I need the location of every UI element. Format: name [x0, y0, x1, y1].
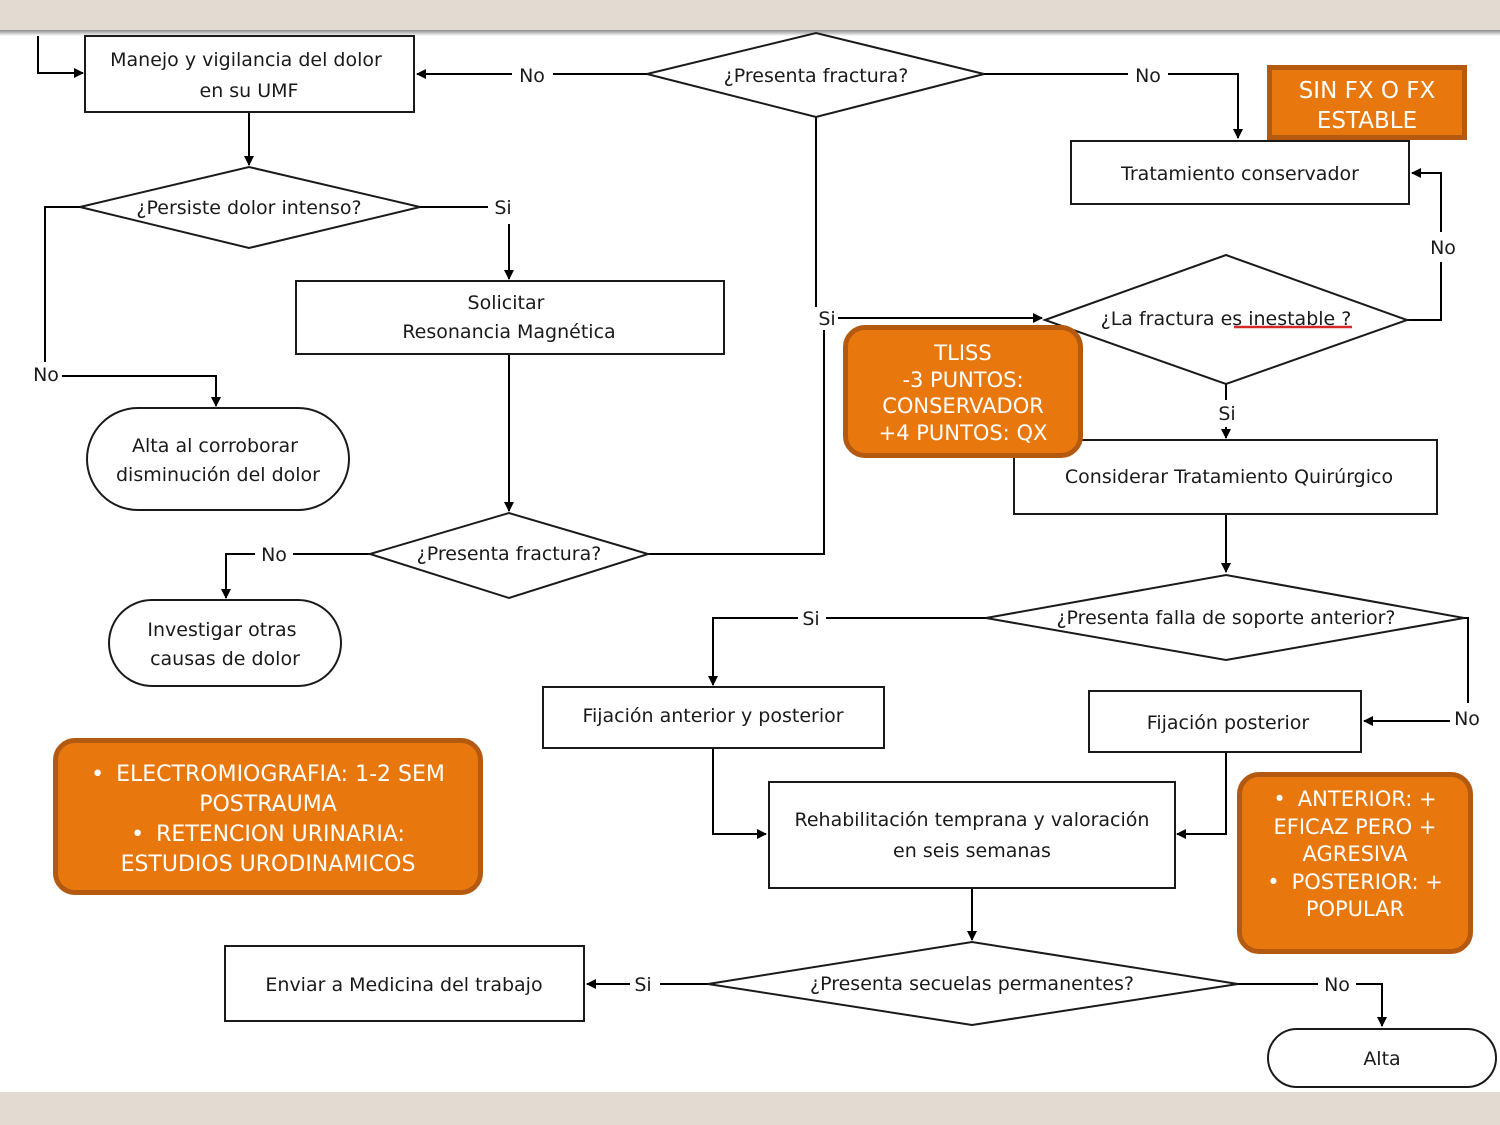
edge-inestable-no-b [1411, 168, 1442, 232]
edge-fractura1-no-right-b [1168, 73, 1243, 139]
note-tliss-line4: +4 PUNTOS: QX [878, 420, 1048, 445]
node-investigar-terminal [108, 599, 342, 687]
soporte-text: ¿Presenta falla de soporte anterior? [1056, 607, 1395, 629]
edge-fractura2-no-b [221, 553, 255, 599]
node-alta-terminal [1267, 1028, 1497, 1088]
note-sin-fx: SIN FX O FX ESTABLE [1267, 65, 1467, 140]
edge-fijap-rehab [712, 748, 767, 839]
rehab-text: Rehabilitación temprana y valoración en … [795, 809, 1156, 862]
node-fij-post-box [1088, 690, 1362, 753]
note-electro-item2: RETENCION URINARIA: ESTUDIOS URODINAMICO… [82, 820, 454, 880]
edge-entry-manejo [37, 36, 84, 78]
label-no-persiste: No [33, 364, 59, 386]
label-si-fractura: Si [818, 308, 835, 330]
connectors [37, 36, 1469, 1027]
node-inestable-diamond [1042, 253, 1410, 386]
edge-fijp-rehab [1176, 752, 1227, 839]
label-si-secuelas: Si [634, 974, 651, 996]
note-tliss: TLISS -3 PUNTOS: CONSERVADOR +4 PUNTOS: … [843, 325, 1083, 458]
node-quirurgico-box [1013, 439, 1438, 515]
top-shadow [0, 30, 1500, 36]
conservador-text: Tratamiento conservador [1120, 163, 1359, 185]
note-electro-list: ELECTROMIOGRAFIA: 1-2 SEM POSTRAUMA RETE… [82, 760, 454, 880]
note-anterior-item2: POSTERIOR: + POPULAR [1266, 869, 1444, 924]
label-si-inestable: Si [1218, 403, 1235, 425]
edge-secuelas-no-b [1356, 983, 1387, 1027]
note-tliss-line3: CONSERVADOR [882, 394, 1044, 418]
note-electro-item1: ELECTROMIOGRAFIA: 1-2 SEM POSTRAUMA [82, 760, 454, 820]
top-band [0, 0, 1500, 30]
secuelas-text: ¿Presenta secuelas permanentes? [810, 973, 1134, 995]
note-electro: ELECTROMIOGRAFIA: 1-2 SEM POSTRAUMA RETE… [53, 738, 483, 895]
note-sin-fx-line2: ESTABLE [1316, 108, 1418, 134]
fij-ant-post-text: Fijación anterior y posterior [582, 705, 843, 727]
edge-soporte-no-a [1464, 617, 1469, 703]
node-texts: Manejo y vigilancia del dolor en su UMF … [110, 49, 1401, 1070]
alta-text: Alta [1363, 1048, 1400, 1070]
label-no-soporte: No [1454, 708, 1480, 730]
inestable-text: ¿La fractura es inestable ? [1101, 308, 1352, 330]
node-persiste-diamond [79, 165, 421, 250]
alta-dolor-text: Alta al corroborar disminución del dolor [116, 435, 320, 486]
fractura2-text: ¿Presenta fractura? [417, 543, 602, 565]
edge-persiste-no-a [44, 206, 80, 362]
label-si-persiste: Si [494, 197, 511, 219]
node-conservador-box [1070, 140, 1410, 205]
node-resonancia-box [295, 280, 725, 355]
shapes [79, 31, 1497, 1088]
investigar-text: Investigar otras causas de dolor [147, 619, 302, 670]
note-tliss-line2: -3 PUNTOS: [902, 367, 1024, 392]
note-anterior-item1: ANTERIOR: + EFICAZ PERO + AGRESIVA [1266, 786, 1444, 869]
note-anterior: ANTERIOR: + EFICAZ PERO + AGRESIVA POSTE… [1237, 772, 1473, 954]
bottom-band [0, 1092, 1500, 1125]
persiste-text: ¿Persiste dolor intenso? [136, 197, 361, 219]
note-sin-fx-line1: SIN FX O FX [1298, 78, 1436, 104]
node-fij-ant-post-box [542, 686, 885, 749]
node-manejo-box [84, 35, 415, 113]
resonancia-text: Solicitar Resonancia Magnética [402, 292, 615, 343]
medicina-text: Enviar a Medicina del trabajo [265, 974, 542, 996]
label-no-fractura2: No [261, 544, 287, 566]
node-rehab-box [768, 781, 1176, 889]
label-no-fractura1-right: No [1135, 65, 1161, 87]
edge-persiste-no-b [62, 375, 221, 407]
note-anterior-list: ANTERIOR: + EFICAZ PERO + AGRESIVA POSTE… [1266, 786, 1444, 924]
note-tliss-line1: TLISS [934, 341, 992, 365]
edge-soporte-si-b [708, 617, 798, 686]
node-fractura1-diamond [646, 31, 985, 119]
fractura1-text: ¿Presenta fractura? [724, 65, 909, 87]
node-soporte-diamond [985, 573, 1465, 662]
label-no-fractura1-left: No [519, 65, 545, 87]
edge-fractura2-si [648, 330, 825, 555]
label-si-soporte: Si [802, 608, 819, 630]
node-secuelas-diamond [707, 940, 1239, 1027]
fij-post-text: Fijación posterior [1147, 712, 1310, 734]
manejo-text: Manejo y vigilancia del dolor en su UMF [110, 49, 388, 102]
edge-labels: No No Si No Si No No Si Si No Si No [33, 65, 1480, 996]
label-no-inestable: No [1430, 237, 1456, 259]
node-alta-dolor-terminal [86, 407, 350, 511]
quirurgico-text: Considerar Tratamiento Quirúrgico [1065, 466, 1393, 488]
edge-inestable-no-a [1407, 262, 1442, 321]
label-no-secuelas: No [1324, 974, 1350, 996]
node-fractura2-diamond [366, 511, 652, 600]
node-medicina-box [224, 945, 585, 1022]
